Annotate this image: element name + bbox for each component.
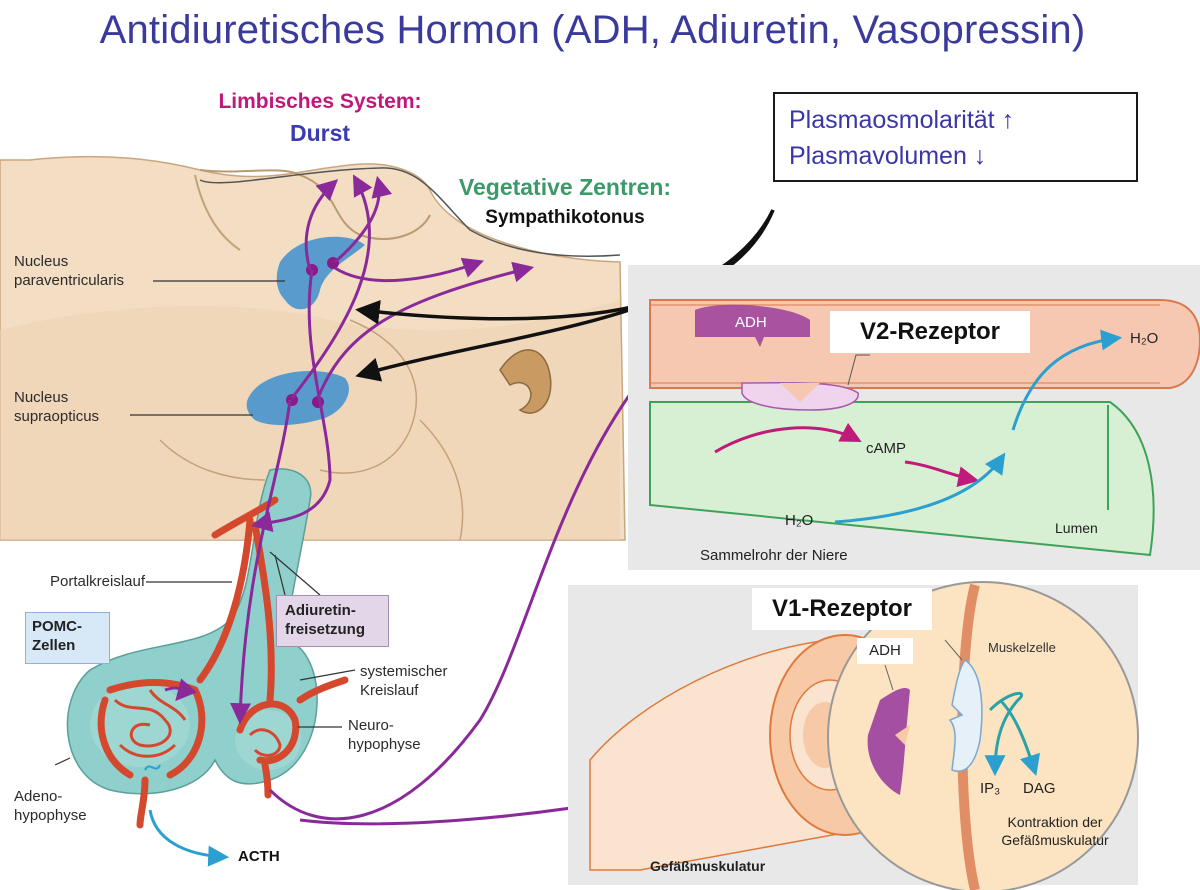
- adenohypophysis-label: Adeno- hypophyse: [14, 787, 87, 825]
- v1-receptor-label: V1-Rezeptor: [752, 588, 932, 630]
- systemic-circulation-label: systemischer Kreislauf: [360, 662, 448, 700]
- stimulus-box: Plasmaosmolarität ↑ Plasmavolumen ↓: [773, 92, 1138, 182]
- acth-label: ACTH: [238, 848, 280, 865]
- vessel-adh-label: ADH: [857, 638, 913, 664]
- portal-circulation-label: Portalkreislauf: [50, 573, 146, 590]
- freisetzung-line2: freisetzung: [285, 621, 366, 638]
- pomc-line2: Zellen: [32, 637, 76, 654]
- contraction-line1: Kontraktion der: [1007, 814, 1103, 830]
- sympathicotonus-label: Sympathikotonus: [485, 207, 645, 228]
- label-leaders: [54, 280, 356, 766]
- nucleus-supraopticus-label: Nucleus supraopticus: [14, 388, 99, 426]
- acth-arrow: [148, 809, 230, 867]
- kidney-caption: Sammelrohr der Niere: [700, 547, 848, 564]
- plasma-osmolarity-text: Plasmaosmolarität ↑: [789, 106, 1015, 134]
- contraction-line2: Gefäßmuskulatur: [1001, 832, 1109, 848]
- adeno-line2: hypophyse: [14, 807, 87, 824]
- vegetative-centers-label: Vegetative Zentren:: [458, 174, 672, 200]
- pomc-line1: POMC-: [32, 618, 82, 635]
- kidney-h2o-out-label: H₂O: [1130, 330, 1159, 347]
- nucleus-paraventricularis-label: Nucleus paraventricularis: [14, 252, 124, 290]
- adeno-line1: Adeno-: [14, 788, 63, 805]
- neuro-line1: Neuro-: [348, 717, 394, 734]
- dag-label: DAG: [1023, 780, 1056, 797]
- vessel-caption: Gefäßmuskulatur: [650, 858, 766, 874]
- v2-receptor-label: V2-Rezeptor: [830, 311, 1030, 353]
- vessel-panel: [568, 581, 1139, 890]
- systemisch-line2: Kreislauf: [360, 682, 419, 699]
- neurohypophysis-label: Neuro- hypophyse: [348, 716, 421, 754]
- ip3-label: IP₃: [980, 780, 1001, 797]
- portal-capillaries: [113, 689, 282, 758]
- thirst-label: Durst: [289, 120, 351, 146]
- freisetzung-line1: Adiuretin-: [285, 602, 356, 619]
- plasma-volume-text: Plasmavolumen ↓: [789, 142, 987, 170]
- neuro-line2: hypophyse: [348, 736, 421, 753]
- son-line2: supraopticus: [14, 408, 100, 425]
- lumen-label: Lumen: [1055, 520, 1098, 536]
- systemisch-line1: systemischer: [360, 663, 448, 680]
- camp-label: cAMP: [866, 440, 907, 457]
- pvn-line1: Nucleus: [14, 253, 69, 270]
- page-title: Antidiuretisches Hormon (ADH, Adiuretin,…: [99, 8, 1086, 52]
- pvn-line2: paraventricularis: [14, 272, 125, 289]
- muscle-cell-label: Muskelzelle: [988, 640, 1056, 655]
- limbic-system-label: Limbisches System:: [218, 90, 422, 113]
- son-line1: Nucleus: [14, 389, 69, 406]
- pomc-cells-box: POMC- Zellen: [25, 612, 110, 664]
- kidney-adh-label: ADH: [735, 314, 767, 331]
- adiuretin-release-box: Adiuretin- freisetzung: [276, 595, 389, 647]
- contraction-label: Kontraktion der Gefäßmuskulatur: [980, 813, 1130, 849]
- kidney-h2o-in-label: H₂O: [785, 512, 814, 529]
- acth-origin: [144, 764, 161, 771]
